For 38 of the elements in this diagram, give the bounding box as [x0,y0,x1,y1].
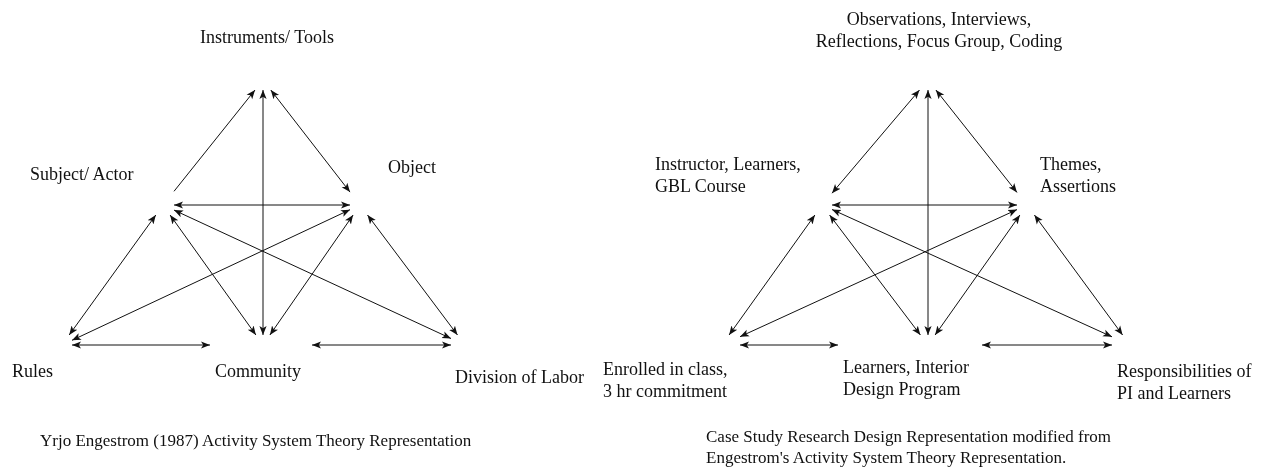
concept-label: Enrolled in class, 3 hr commitment [599,335,740,406]
double-headed-arrow [259,89,267,336]
concept-label: Instruments/ Tools [195,22,352,90]
concept-label: Themes, Assertions [1017,150,1134,215]
double-headed-arrow [367,214,458,336]
arrow [173,89,256,192]
double-headed-arrow [924,89,932,336]
concept-label: Observations, Interviews, Reflections, Focus Group, Coding [804,4,1074,90]
double-headed-arrow [831,89,920,194]
figure-caption: Case Study Research Design Representation modified from Engestrom's Activity System Theory Representation. [706,426,1113,468]
double-headed-arrow [934,214,1021,336]
double-headed-arrow [935,89,1018,193]
double-headed-arrow [169,214,257,336]
double-headed-arrow [739,209,1018,338]
double-headed-arrow [269,214,354,336]
figure-caption: Yrjo Engestrom (1987) Activity System Theory Representation [40,430,473,451]
double-headed-arrow [739,341,839,349]
double-headed-arrow [71,341,211,349]
concept-label: Object [350,153,450,215]
double-headed-arrow [270,89,351,193]
double-headed-arrow [173,209,452,339]
double-headed-arrow [981,341,1113,349]
double-headed-arrow [173,201,351,209]
concept-label: Instructor, Learners, GBL Course [650,150,832,215]
double-headed-arrow [831,201,1018,209]
double-headed-arrow [71,209,351,341]
concept-label: Responsibilities of PI and Learners [1112,335,1268,406]
concept-label: Subject/ Actor [26,160,174,215]
concept-label: Learners, Interior Design Program [838,335,982,404]
concept-label: Division of Labor [451,335,596,390]
double-headed-arrow [728,214,816,336]
double-headed-arrow [68,214,157,336]
double-headed-arrow [311,341,452,349]
concept-label: Rules [8,335,72,384]
double-headed-arrow [831,209,1113,338]
concept-label: Community [210,335,312,384]
double-headed-arrow [829,214,921,336]
double-headed-arrow [1033,214,1124,336]
